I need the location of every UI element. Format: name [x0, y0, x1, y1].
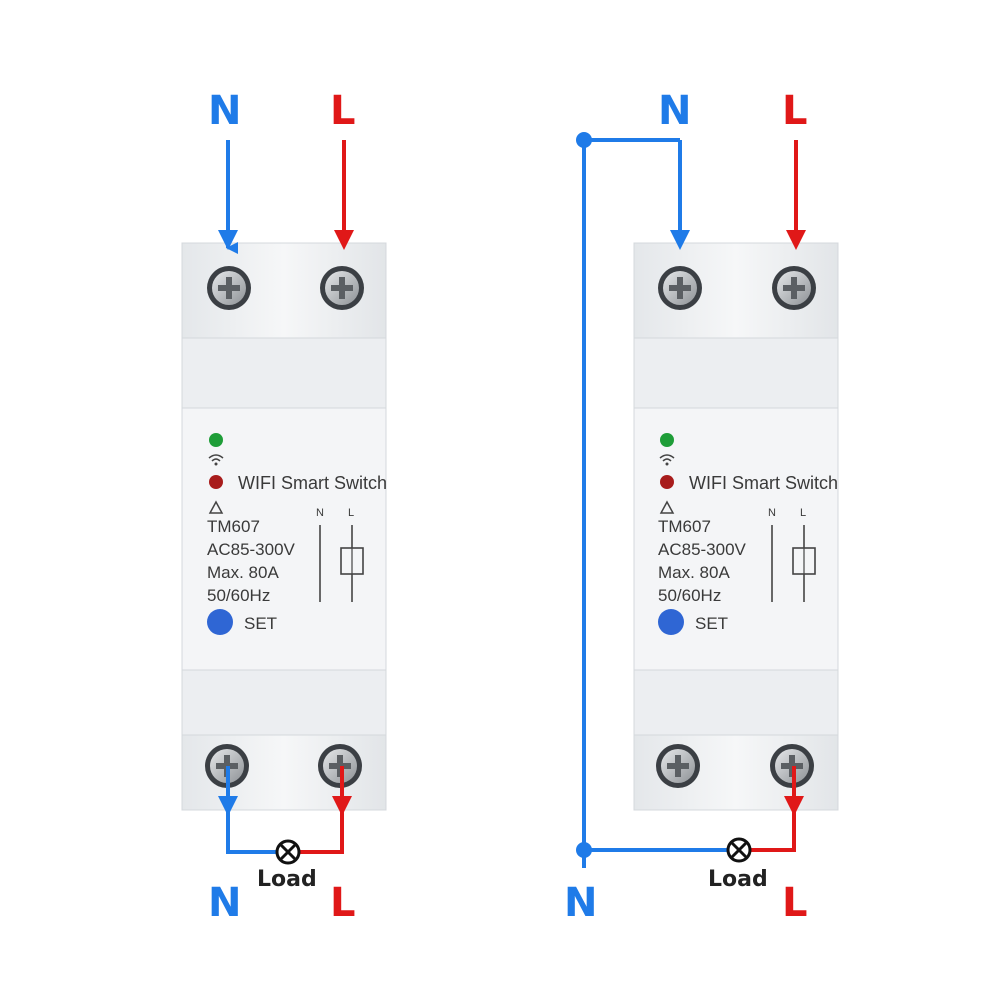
- device-upper-step: [181, 337, 387, 409]
- set-button-label: SET: [695, 614, 728, 633]
- diagram-left: WIFI Smart Switch TM607 AC85-300V Max. 8…: [181, 88, 387, 926]
- load-lamp-icon: [275, 839, 301, 865]
- device-frequency: 50/60Hz: [207, 586, 270, 605]
- bottom-neutral-label: N: [564, 880, 597, 926]
- status-led-green: [660, 433, 674, 447]
- warning-triangle-icon: [659, 500, 675, 514]
- relay-schematic: N L: [768, 507, 816, 602]
- device-frequency: 50/60Hz: [658, 586, 721, 605]
- load-label: Load: [708, 867, 768, 892]
- device-voltage: AC85-300V: [207, 540, 296, 559]
- neutral-input-arrowhead: [670, 230, 690, 250]
- device-title: WIFI Smart Switch: [689, 473, 838, 493]
- bottom-live-label: L: [330, 880, 356, 926]
- load-label: Load: [257, 867, 317, 892]
- device-model: TM607: [207, 517, 260, 536]
- device-current: Max. 80A: [658, 563, 730, 582]
- screw-terminal-top-l: [320, 266, 364, 310]
- live-output-arrowhead: [784, 796, 804, 816]
- screw-terminal-top-n: [658, 266, 702, 310]
- live-input-arrowhead: [786, 230, 806, 250]
- schematic-l-label: L: [348, 507, 354, 519]
- screw-terminal-top-l: [772, 266, 816, 310]
- device-lower-step: [633, 669, 839, 736]
- device-title: WIFI Smart Switch: [238, 473, 387, 493]
- wifi-icon: [208, 454, 224, 466]
- set-button[interactable]: [207, 609, 233, 635]
- relay-schematic: N L: [316, 507, 364, 602]
- wifi-icon: [659, 454, 675, 466]
- status-led-red: [660, 475, 674, 489]
- schematic-n-label: N: [316, 507, 324, 519]
- warning-triangle-icon: [208, 500, 224, 514]
- live-output-arrowhead: [332, 796, 352, 816]
- neutral-output-arrowhead: [218, 796, 238, 816]
- live-input-arrowhead: [334, 230, 354, 250]
- neutral-input-arrowhead: [218, 230, 238, 250]
- schematic-l-label: L: [800, 507, 806, 519]
- schematic-n-label: N: [768, 507, 776, 519]
- load-lamp-icon: [726, 837, 752, 863]
- set-button[interactable]: [658, 609, 684, 635]
- device-upper-step: [633, 337, 839, 409]
- diagram-right: WIFI Smart Switch TM607 AC85-300V Max. 8…: [564, 88, 839, 926]
- device-current: Max. 80A: [207, 563, 279, 582]
- device-voltage: AC85-300V: [658, 540, 747, 559]
- top-neutral-label: N: [208, 88, 241, 134]
- top-neutral-label: N: [658, 88, 691, 134]
- screw-terminal-bottom-n: [656, 744, 700, 788]
- set-button-label: SET: [244, 614, 277, 633]
- device-lower-step: [181, 669, 387, 736]
- bottom-neutral-label: N: [208, 880, 241, 926]
- device-model: TM607: [658, 517, 711, 536]
- bottom-live-label: L: [782, 880, 808, 926]
- status-led-green: [209, 433, 223, 447]
- screw-terminal-top-n: [207, 266, 251, 310]
- top-live-label: L: [330, 88, 356, 134]
- top-live-label: L: [782, 88, 808, 134]
- status-led-red: [209, 475, 223, 489]
